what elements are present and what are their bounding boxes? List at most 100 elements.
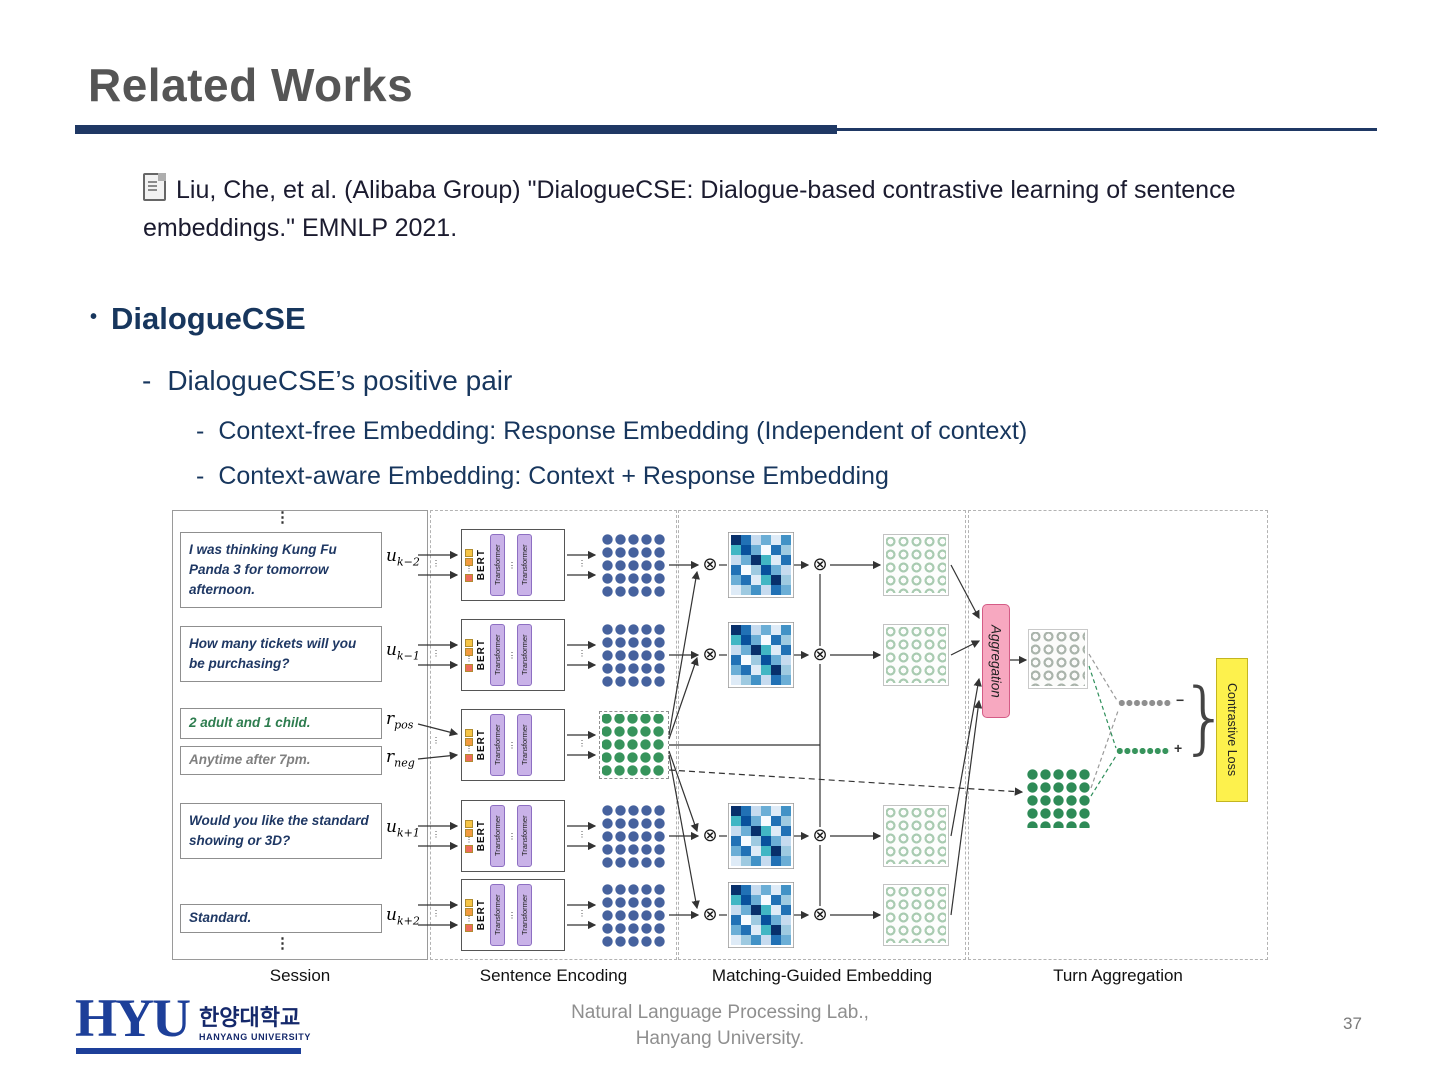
plus-label: + [1174, 740, 1183, 756]
hyu-logo-letters: HYU [75, 988, 191, 1048]
transformer-block: Transformer [517, 714, 532, 776]
context-free-embedding-grid [1026, 768, 1090, 828]
aggregation-block: Aggregation [982, 604, 1010, 718]
utterance-uk+1: Would you like the standard showing or 3… [180, 803, 382, 859]
bert-encoder: ⋮ BERT Transformer ⋮ Transformer [461, 709, 565, 781]
session-panel [172, 510, 428, 960]
transformer-block: Transformer [517, 884, 532, 946]
context-embedding-matrix [601, 883, 667, 947]
vdots-small: ⋮ [432, 830, 440, 839]
multiply-operator: ⊗ [811, 554, 829, 574]
bullet-dash: - [196, 462, 205, 490]
utterance-uk-2: I was thinking Kung Fu Panda 3 for tomor… [180, 532, 382, 608]
vdots-small: ⋮ [578, 559, 586, 568]
layer-dots: ⋮ [508, 910, 516, 920]
vdots-bottom: ⋮ [275, 935, 290, 952]
similarity-matrix [728, 532, 794, 598]
positive-sample-vector [1116, 744, 1170, 758]
column-label-session: Session [269, 966, 331, 985]
matched-embedding-matrix [883, 534, 949, 596]
footer-lab-name: Natural Language Processing Lab., Hanyan… [571, 1002, 869, 1049]
multiply-operator: ⊗ [701, 825, 719, 845]
matched-embedding-matrix [883, 884, 949, 946]
bert-label: BERT [476, 549, 487, 581]
transformer-block: Transformer [517, 805, 532, 867]
utterance-uk+2: Standard. [180, 904, 382, 933]
hyu-logo-korean: 한양대학교 [199, 1005, 301, 1030]
citation: Liu, Che, et al. (Alibaba Group) "Dialog… [143, 172, 1323, 247]
negative-sample-vector [1118, 696, 1172, 710]
document-icon [143, 173, 166, 201]
vdots-small: ⋮ [578, 909, 586, 918]
similarity-matrix [728, 622, 794, 688]
arrows [417, 550, 1028, 930]
column-label-matching-guided: Matching-Guided Embedding [711, 966, 933, 985]
label-uk-1: uk−1 [386, 640, 420, 663]
label-uk-2: uk−2 [386, 546, 420, 569]
bert-encoder: ⋮ BERT Transformer ⋮ Transformer [461, 529, 565, 601]
transformer-block: Transformer [490, 534, 505, 596]
layer-dots: ⋮ [508, 740, 516, 750]
hyu-logo: HYU 한양대학교 HANYANG UNIVERSITY [75, 988, 311, 1048]
layer-dots: ⋮ [508, 650, 516, 660]
bert-label: BERT [476, 639, 487, 671]
bert-encoder: ⋮ BERT Transformer ⋮ Transformer [461, 800, 565, 872]
column-label-turn-aggregation: Turn Aggregation [1053, 966, 1183, 985]
bullet-dialoguecse: •DialogueCSE [90, 301, 306, 336]
citation-text: Liu, Che, et al. (Alibaba Group) "Dialog… [143, 176, 1236, 242]
vdots-small: ⋮ [432, 909, 440, 918]
bert-label: BERT [476, 899, 487, 931]
positive-pair-links [1088, 665, 1117, 797]
transformer-block: Transformer [490, 805, 505, 867]
label-uk+2: uk+2 [386, 905, 420, 928]
utterance-rpos: 2 adult and 1 child. [180, 708, 382, 739]
hyu-logo-english: HANYANG UNIVERSITY [199, 1032, 311, 1042]
matched-embedding-matrix [883, 624, 949, 686]
token-embeddings: ⋮ [465, 819, 473, 853]
transformer-block: Transformer [517, 534, 532, 596]
multiply-operator: ⊗ [811, 825, 829, 845]
page-number: 37 [1343, 1014, 1362, 1033]
context-embedding-matrix [601, 623, 667, 687]
context-embedding-matrix [601, 533, 667, 597]
vdots-small: ⋮ [432, 649, 440, 658]
response-embedding-matrix [599, 711, 669, 779]
bullet-positive-pair: -DialogueCSE’s positive pair [142, 365, 513, 396]
vdots-small: ⋮ [432, 559, 440, 568]
multiply-operator: ⊗ [701, 904, 719, 924]
bullet-context-aware: -Context-aware Embedding: Context + Resp… [196, 462, 889, 490]
dialoguecse-architecture-figure: ⋮ I was thinking Kung Fu Panda 3 for tom… [170, 508, 1270, 988]
utterance-rneg: Anytime after 7pm. [180, 746, 382, 775]
token-embeddings: ⋮ [465, 898, 473, 932]
layer-dots: ⋮ [508, 560, 516, 570]
negative-pair-links [1088, 653, 1119, 789]
multiply-operator: ⊗ [811, 904, 829, 924]
bullet-dash: - [196, 417, 205, 445]
label-rpos: rpos [386, 709, 414, 732]
multiply-operator: ⊗ [701, 644, 719, 664]
logo-underline [76, 1048, 301, 1054]
minus-label: − [1176, 692, 1185, 708]
bert-encoder: ⋮ BERT Transformer ⋮ Transformer [461, 879, 565, 951]
transformer-block: Transformer [490, 624, 505, 686]
label-rneg: rneg [386, 747, 415, 770]
vdots-small: ⋮ [578, 739, 586, 748]
multiply-operator: ⊗ [701, 554, 719, 574]
bert-label: BERT [476, 729, 487, 761]
label-uk+1: uk+1 [386, 817, 420, 840]
column-label-sentence-encoding: Sentence Encoding [479, 966, 628, 985]
figure-connections [417, 532, 1119, 948]
token-embeddings: ⋮ [465, 548, 473, 582]
multiply-operator: ⊗ [811, 644, 829, 664]
token-embeddings: ⋮ [465, 728, 473, 762]
transformer-block: Transformer [517, 624, 532, 686]
vdots-small: ⋮ [578, 649, 586, 658]
vdots-top: ⋮ [275, 509, 290, 526]
bullet-dash: - [142, 365, 152, 396]
sentence-encoding-panel [430, 510, 677, 960]
matched-embedding-matrix [883, 805, 949, 867]
transformer-block: Transformer [490, 884, 505, 946]
context-embedding-matrix [601, 804, 667, 868]
title-underline-thick [75, 125, 837, 134]
